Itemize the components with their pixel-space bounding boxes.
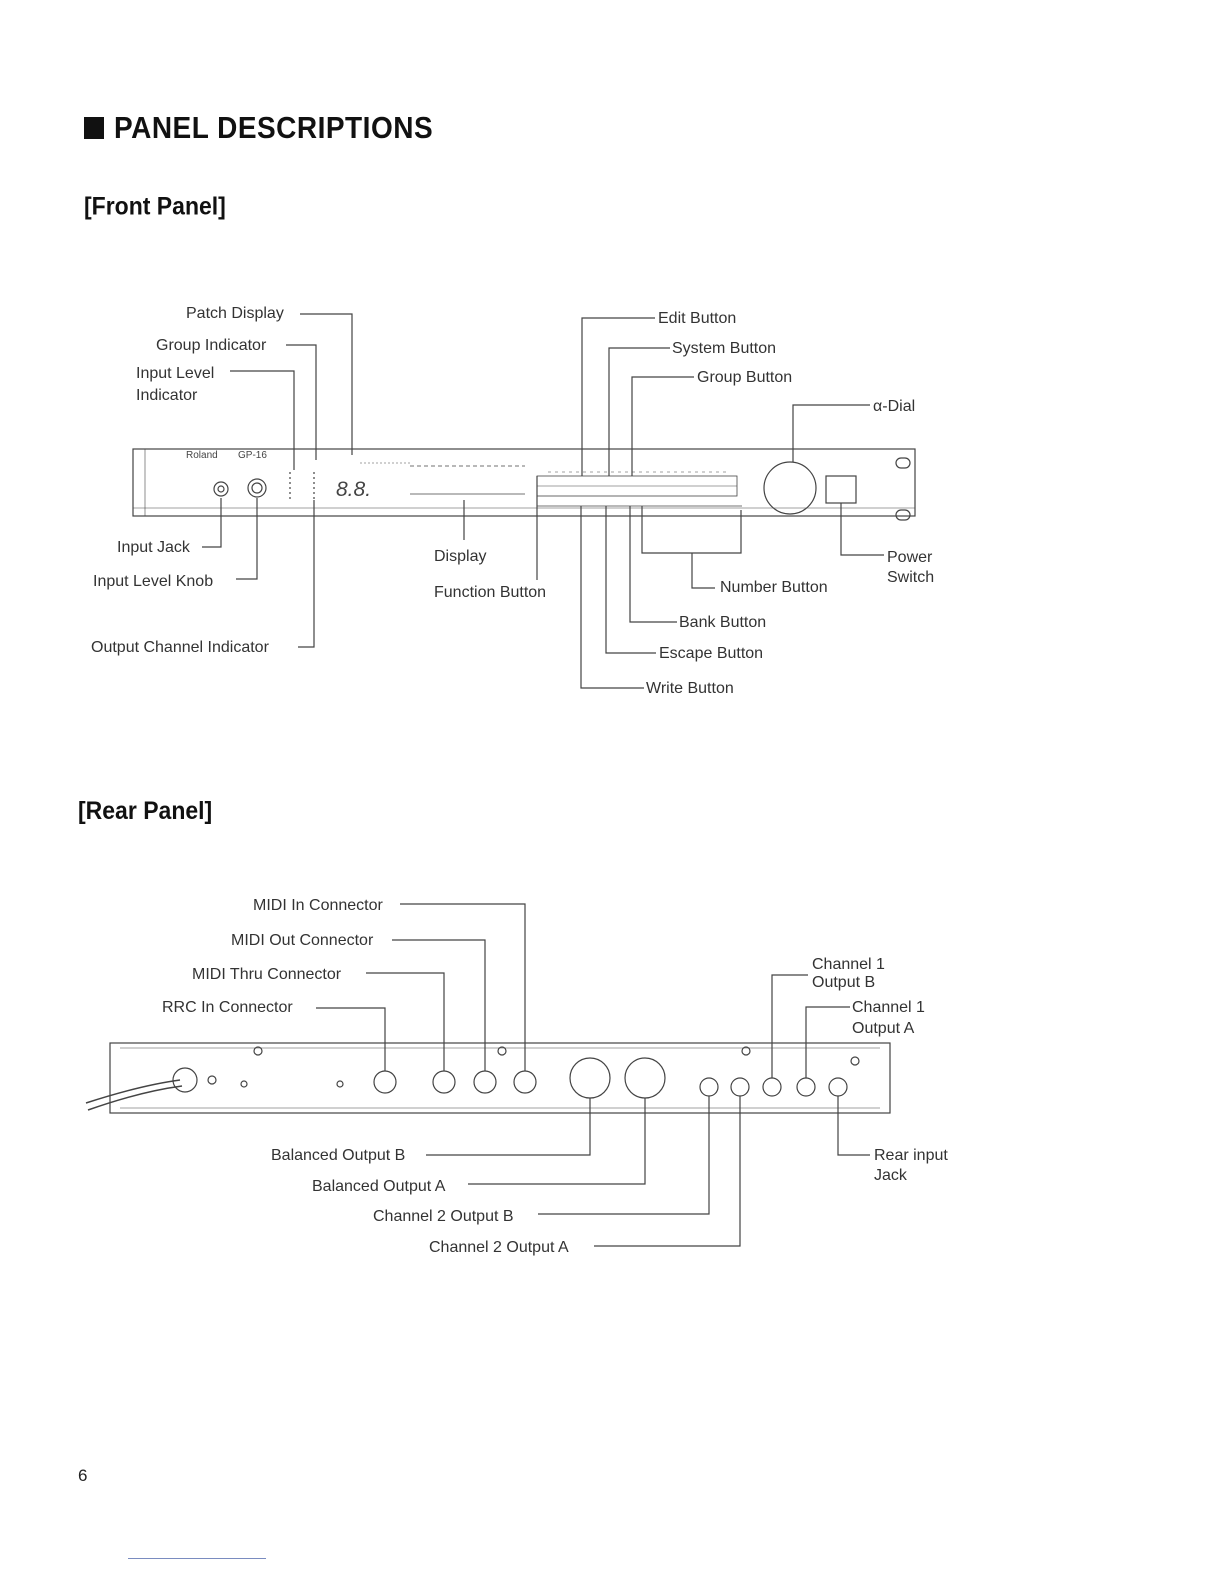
label-rear-input-jack-line2: Jack [874, 1167, 907, 1184]
balanced-output-b-icon [569, 1057, 611, 1099]
heading-text: PANEL DESCRIPTIONS [114, 110, 434, 145]
front-panel-title: [Front Panel] [84, 191, 226, 221]
label-output-channel-indicator: Output Channel Indicator [91, 639, 269, 656]
label-rrc-in-connector: RRC In Connector [162, 999, 293, 1016]
midi-thru-connector-icon [432, 1070, 456, 1094]
label-alpha-dial: α-Dial [873, 398, 916, 415]
rear-panel-body [109, 1042, 891, 1114]
label-midi-out-connector: MIDI Out Connector [231, 932, 374, 949]
input-level-knob-icon [247, 478, 267, 498]
channel-1-output-b-icon [762, 1077, 782, 1097]
heading-bullet-icon [84, 117, 104, 139]
rrc-in-connector-icon [373, 1070, 397, 1094]
label-midi-thru-connector: MIDI Thru Connector [192, 966, 342, 983]
label-balanced-output-a: Balanced Output A [312, 1178, 446, 1195]
label-write-button: Write Button [646, 680, 734, 697]
power-cable-icon [85, 1079, 181, 1104]
label-midi-in-connector: MIDI In Connector [253, 897, 383, 914]
channel-1-output-a-icon [796, 1077, 816, 1097]
label-display: Display [434, 548, 487, 565]
rear-input-jack-icon [828, 1077, 848, 1097]
label-number-button: Number Button [720, 579, 828, 596]
power-switch-icon [825, 475, 857, 504]
label-group-button: Group Button [697, 369, 793, 386]
input-jack-icon [213, 481, 229, 497]
channel-2-output-b-icon [699, 1077, 719, 1097]
label-input-level-indicator-line1: Input Level [136, 365, 215, 382]
label-rear-input-jack-line1: Rear input [874, 1147, 948, 1164]
label-input-level-knob: Input Level Knob [93, 573, 214, 590]
label-input-level-indicator-line2: Indicator [136, 387, 198, 404]
footer-rule [128, 1558, 266, 1559]
label-channel-1-output-a-line1: Channel 1 [852, 999, 925, 1016]
page-heading: PANEL DESCRIPTIONS [84, 110, 433, 145]
label-channel-2-output-a: Channel 2 Output A [429, 1239, 569, 1256]
label-patch-display: Patch Display [186, 305, 284, 322]
midi-in-connector-icon [513, 1070, 537, 1094]
label-power-switch-line1: Power [887, 549, 933, 566]
label-channel-2-output-b: Channel 2 Output B [373, 1208, 514, 1225]
label-balanced-output-b: Balanced Output B [271, 1147, 406, 1164]
label-input-jack: Input Jack [117, 539, 190, 556]
label-channel-1-output-b-line1: Channel 1 [812, 956, 885, 973]
device-model-text: GP-16 [238, 450, 267, 461]
label-edit-button: Edit Button [658, 310, 737, 327]
balanced-output-a-icon [624, 1057, 666, 1099]
page-number: 6 [78, 1466, 88, 1485]
label-channel-1-output-b-line2: Output B [812, 974, 876, 991]
label-group-indicator: Group Indicator [156, 337, 267, 354]
channel-2-output-a-icon [730, 1077, 750, 1097]
midi-out-connector-icon [473, 1070, 497, 1094]
label-escape-button: Escape Button [659, 645, 764, 662]
label-channel-1-output-a-line2: Output A [852, 1020, 915, 1037]
label-system-button: System Button [672, 340, 777, 357]
device-brand-text: Roland [186, 450, 218, 461]
alpha-dial-icon [763, 461, 817, 515]
label-bank-button: Bank Button [679, 614, 767, 631]
front-panel-body [132, 448, 916, 517]
patch-display-readout: 8.8. [336, 478, 371, 501]
label-power-switch-line2: Switch [887, 569, 935, 586]
rear-panel-title: [Rear Panel] [78, 795, 213, 825]
label-function-button: Function Button [434, 584, 547, 601]
